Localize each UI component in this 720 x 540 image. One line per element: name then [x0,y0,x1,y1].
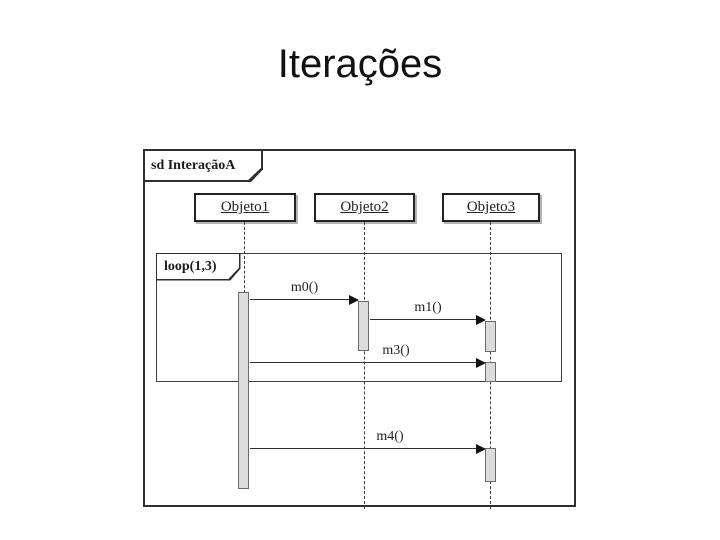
lifeline-objeto2 [364,222,365,509]
message-label: m0() [290,280,319,295]
lifeline-objeto1 [244,222,245,293]
message-label: m4() [376,429,404,444]
activation-bar-objeto1 [238,292,249,489]
arrowhead-icon [349,295,359,305]
object-box-objeto2: Objeto2 [314,193,415,222]
message-line [370,319,479,320]
page-title: Iterações [277,42,443,86]
arrowhead-icon [476,315,486,325]
activation-bar-objeto2 [358,301,369,351]
loop-label-pentagon: loop(1,3) [155,252,241,281]
loop-label: loop(1,3) [157,254,239,279]
loop-fragment: loop(1,3) [155,252,562,382]
arrowhead-icon [476,358,486,368]
object-box-objeto3: Objeto3 [442,193,540,222]
activation-bar-objeto3-m3 [485,362,496,382]
object-box-objeto1: Objeto1 [194,193,296,222]
frame-label: sd InteraçãoA [145,151,261,180]
activation-bar-objeto3-m4 [485,448,496,482]
object-name: Objeto3 [466,199,516,215]
object-name: Objeto2 [340,199,389,215]
object-name: Objeto1 [220,199,270,215]
message-label: m1() [414,300,442,315]
frame-label-pentagon: sd InteraçãoA [143,149,263,182]
message-line [250,299,352,300]
message-line [250,362,479,363]
message-line [250,448,479,449]
sequence-diagram-frame: sd InteraçãoA Objeto1 Objeto2 Objeto3 lo… [143,149,576,509]
message-label: m3() [382,343,410,358]
arrowhead-icon [476,444,486,454]
activation-bar-objeto3-m1 [485,321,496,352]
